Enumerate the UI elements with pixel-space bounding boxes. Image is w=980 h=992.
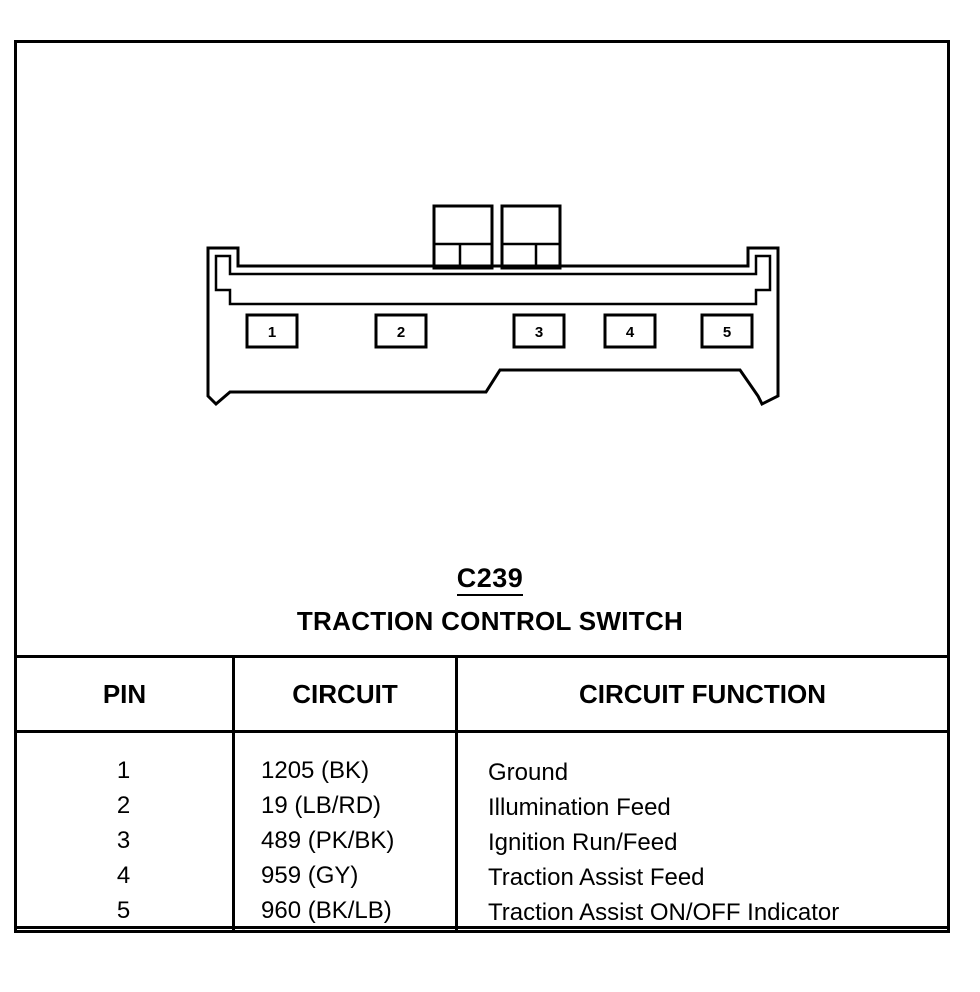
circuit-code-3: 489 (PK/BK) — [261, 827, 395, 854]
header-circuit: CIRCUIT — [232, 655, 458, 733]
connector-title: TRACTION CONTROL SWITCH — [296, 606, 684, 636]
pin-number-4: 4 — [116, 862, 131, 889]
pin-number-5: 5 — [116, 897, 131, 924]
pin-number-1: 1 — [116, 757, 131, 784]
circuit-function-5: Traction Assist ON/OFF Indicator — [488, 899, 840, 926]
cavity-label-4: 4 — [626, 324, 635, 341]
circuit-code-4: 959 (GY) — [261, 862, 359, 889]
pin-number-3: 3 — [116, 827, 131, 854]
circuit-code-1: 1205 (BK) — [261, 757, 370, 784]
pin-column: 1 2 3 4 5 — [14, 731, 235, 933]
circuit-column: 1205 (BK) 19 (LB/RD) 489 (PK/BK) 959 (GY) 96… — [232, 731, 458, 933]
table-body-row: 1 2 3 4 5 1205 (BK) 19 (LB/RD) 489 (PK/BK) 959 … — [14, 731, 950, 933]
circuit-code-2: 19 (LB/RD) — [261, 792, 382, 819]
cavity-2: 2 — [374, 313, 428, 349]
pin-number-2: 2 — [116, 792, 131, 819]
cavity-label-1: 1 — [268, 324, 276, 341]
cavity-1: 1 — [245, 313, 299, 349]
locking-tab-left — [432, 204, 494, 270]
connector-housing — [206, 246, 780, 407]
cavity-3: 3 — [512, 313, 566, 349]
circuit-function-2: Illumination Feed — [488, 794, 671, 821]
locking-tab-right — [500, 204, 562, 270]
cavity-label-2: 2 — [397, 324, 405, 341]
circuit-code-5: 960 (BK/LB) — [261, 897, 392, 924]
connector-inner-shell — [214, 254, 772, 306]
circuit-function-3: Ignition Run/Feed — [488, 829, 678, 856]
cavity-5: 5 — [700, 313, 754, 349]
table-header-row: PIN CIRCUIT CIRCUIT FUNCTION — [14, 655, 950, 733]
cavity-label-3: 3 — [535, 324, 543, 341]
header-pin: PIN — [14, 655, 235, 733]
header-circuit-function: CIRCUIT FUNCTION — [455, 655, 950, 733]
connector-number: C239 — [0, 563, 980, 596]
cavity-label-5: 5 — [723, 324, 731, 341]
circuit-function-4: Traction Assist Feed — [488, 864, 705, 891]
circuit-function-1: Ground — [488, 759, 569, 786]
pin-cavities: 1 2 3 4 5 — [245, 313, 754, 349]
cavity-4: 4 — [603, 313, 657, 349]
connector-number-text: C239 — [456, 563, 524, 596]
pinout-table: PIN CIRCUIT CIRCUIT FUNCTION 1 2 3 4 5 1205 … — [14, 655, 950, 933]
